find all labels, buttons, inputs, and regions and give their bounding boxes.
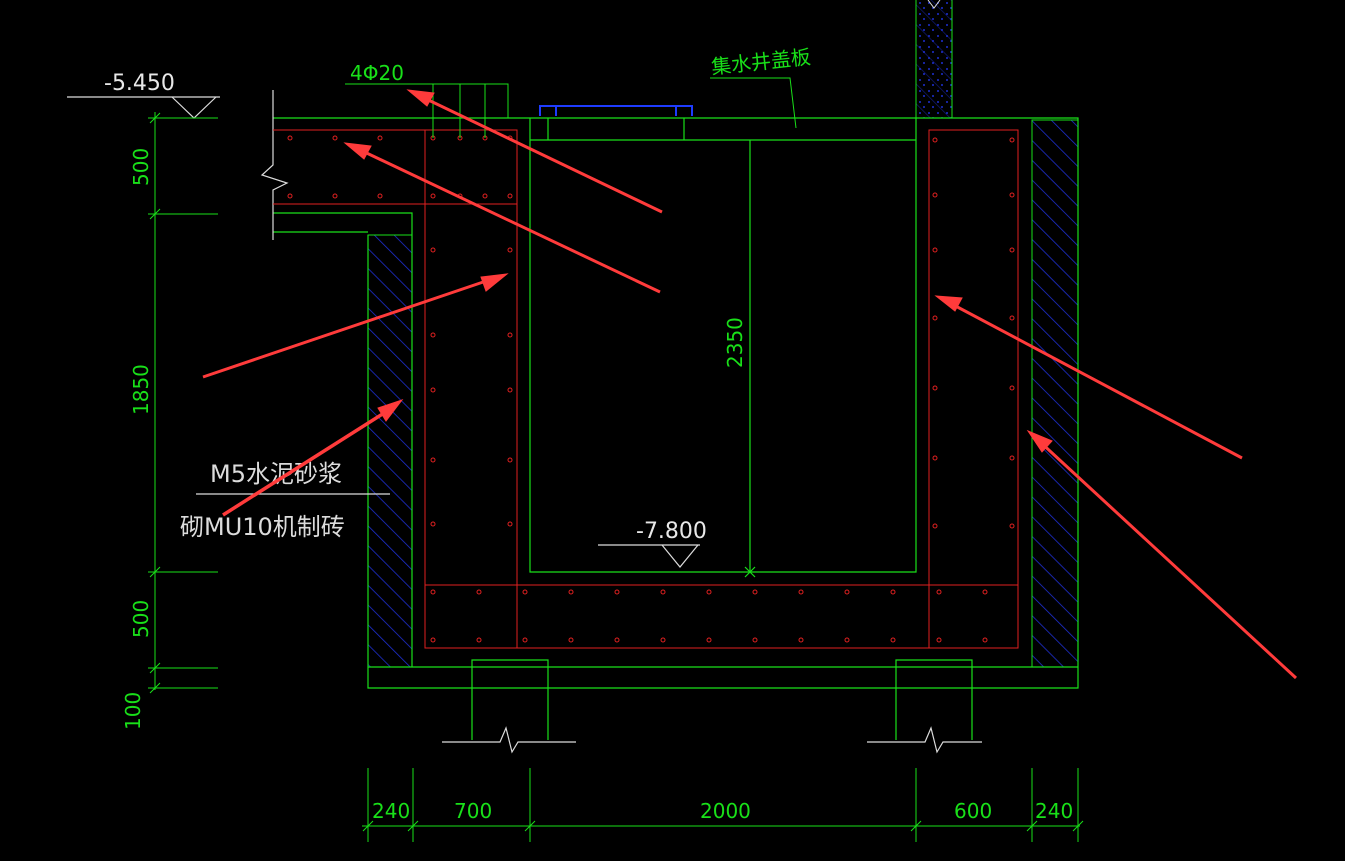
rebar-dot — [932, 137, 938, 143]
rebar-dot — [982, 637, 988, 643]
rebar-dot — [1009, 523, 1015, 529]
rebar-dot — [482, 193, 488, 199]
rebar-dot — [844, 589, 850, 595]
rebar-dot — [936, 637, 942, 643]
rebar-dot — [430, 637, 436, 643]
rebar-dot — [1009, 315, 1015, 321]
rebar-dot — [932, 385, 938, 391]
cover-label: 集水井盖板 — [710, 45, 812, 79]
upper-wall-column — [915, 0, 953, 118]
brick-wall-right — [1031, 119, 1079, 668]
rebar-dot — [568, 589, 574, 595]
rebar-dot — [660, 637, 666, 643]
mortar-note-line1: M5水泥砂浆 — [210, 460, 342, 488]
rebar-dot — [332, 135, 338, 141]
rebar-callout-label: 4Φ20 — [350, 61, 404, 85]
hdim-1: 700 — [454, 799, 492, 823]
level-bottom-text: -7.800 — [636, 519, 707, 544]
rebar-dot — [522, 589, 528, 595]
arrow-4 — [222, 399, 404, 517]
rebar-dot — [287, 193, 293, 199]
hdim-3: 600 — [954, 799, 992, 823]
rebar-dot — [568, 637, 574, 643]
rebar-dot — [430, 521, 436, 527]
rebar-dot — [522, 637, 528, 643]
rebar-dot — [507, 193, 513, 199]
rebar-dot — [932, 315, 938, 321]
rebar-dot — [507, 457, 513, 463]
rebar-dot — [798, 637, 804, 643]
annotation-arrows — [202, 89, 1298, 680]
hdim-2: 2000 — [700, 799, 751, 823]
mortar-note: M5水泥砂浆 砌MU10机制砖 — [180, 460, 390, 541]
rebar-dot — [614, 589, 620, 595]
dim-bottom-slab: 500 — [129, 600, 153, 638]
rebar-dot — [377, 193, 383, 199]
dim-cushion: 100 — [121, 692, 145, 730]
rebar-dot — [507, 332, 513, 338]
rebar-dot — [1009, 385, 1015, 391]
cover-plate — [539, 105, 693, 116]
vertical-dimension-chain — [148, 112, 218, 694]
rebar-dot — [430, 387, 436, 393]
rebar-dot — [752, 589, 758, 595]
rebar-dot — [1009, 247, 1015, 253]
dim-top-slab: 500 — [129, 148, 153, 186]
rebar-dot — [706, 637, 712, 643]
rebar-dot — [932, 523, 938, 529]
rebar-dot — [660, 589, 666, 595]
arrow-6 — [1026, 429, 1298, 680]
rebar-dot — [287, 135, 293, 141]
rebar-dot — [798, 589, 804, 595]
rebar-dot — [890, 589, 896, 595]
level-top-text: -5.450 — [104, 71, 175, 96]
rebar-dot — [752, 637, 758, 643]
hdim-4: 240 — [1035, 799, 1073, 823]
rebar-dot — [932, 247, 938, 253]
mortar-note-line2: 砌MU10机制砖 — [180, 513, 345, 541]
rebar-dot — [1009, 455, 1015, 461]
rebar-dot — [932, 455, 938, 461]
rebar-dot — [932, 192, 938, 198]
rebar-dot — [507, 247, 513, 253]
break-lines — [260, 90, 982, 754]
rebar-dot — [936, 589, 942, 595]
rebar-dot — [890, 637, 896, 643]
arrow-2 — [343, 142, 661, 294]
arrow-3 — [202, 273, 509, 379]
rebar-dot — [430, 247, 436, 253]
rebar-dot — [507, 521, 513, 527]
dim-wall-height: 1850 — [129, 364, 153, 415]
brick-wall-left — [367, 234, 413, 668]
rebar-dot — [1009, 192, 1015, 198]
rebar-dot — [430, 332, 436, 338]
hdim-0: 240 — [372, 799, 410, 823]
arrow-1 — [406, 89, 663, 214]
rebar-dot — [507, 387, 513, 393]
level-marker-bottom: -7.800 — [598, 519, 707, 568]
cover-label-leader — [710, 77, 797, 129]
rebar-dot — [614, 637, 620, 643]
rebar-dot — [476, 637, 482, 643]
arrow-5 — [934, 295, 1243, 460]
rebar-dot — [430, 589, 436, 595]
rebar-dot — [982, 589, 988, 595]
rebar-dot — [706, 589, 712, 595]
rebar-dot — [430, 193, 436, 199]
rebar-dot — [844, 637, 850, 643]
concrete-outline — [273, 117, 1079, 740]
rebar-dot — [1009, 137, 1015, 143]
rebar-dot — [332, 193, 338, 199]
rebar-dot — [476, 589, 482, 595]
level-marker-top: -5.450 — [67, 71, 220, 119]
rebar-dot — [377, 135, 383, 141]
horizontal-dimension-chain — [362, 768, 1084, 842]
rebar-dot — [430, 457, 436, 463]
dim-inner-depth: 2350 — [723, 317, 747, 368]
